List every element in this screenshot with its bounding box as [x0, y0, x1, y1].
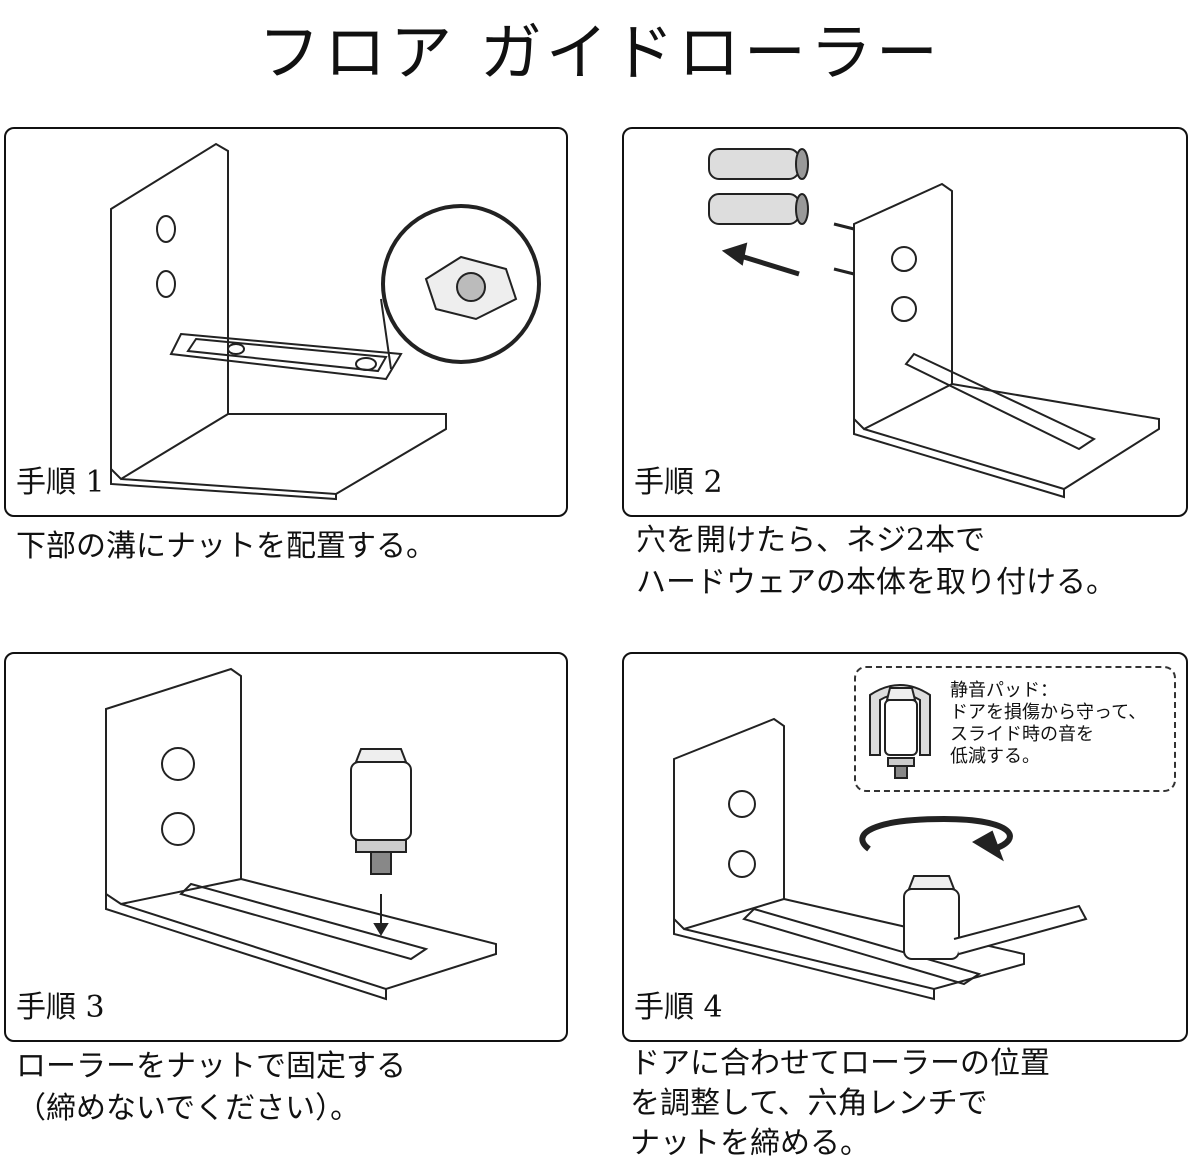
caption-line: を調整して、六角レンチで: [630, 1086, 988, 1121]
step-1-caption: 下部の溝にナットを配置する。: [16, 526, 436, 568]
bracket-with-nut-illustration: [110, 142, 541, 501]
wall-anchor-icon: [708, 148, 809, 225]
caption-line: 穴を開けたら、ネジ2本で: [636, 523, 986, 558]
caption-line: ハードウェアの本体を取り付ける。: [636, 565, 1116, 600]
step-2-label: 手順 2: [634, 465, 723, 500]
step-1-panel: 手順 1: [4, 127, 568, 517]
callout-line: ドアを損傷から守って、: [950, 702, 1147, 723]
step-3-label: 手順 3: [16, 990, 105, 1025]
caption-line: ナットを締める。: [630, 1126, 870, 1161]
caption-line: ドアに合わせてローラーの位置: [630, 1046, 1050, 1081]
bracket-mounting-illustration: [708, 148, 1160, 499]
roller-tighten-illustration: [673, 717, 1088, 1001]
step-4-caption: ドアに合わせてローラーの位置 を調整して、六角レンチで ナットを締める。: [630, 1044, 1050, 1164]
caption-line: 下部の溝にナットを配置する。: [16, 529, 436, 564]
step-2-panel: 手順 2: [622, 127, 1188, 517]
silent-pad-text: 静音パッド： ドアを損傷から守って、 スライド時の音を 低減する。: [950, 680, 1146, 768]
step-2-caption: 穴を開けたら、ネジ2本で ハードウェアの本体を取り付ける。: [636, 520, 1116, 604]
step-1-label: 手順 1: [16, 465, 105, 500]
silent-pad-callout: 静音パッド： ドアを損傷から守って、 スライド時の音を 低減する。: [854, 666, 1176, 792]
step-4-label: 手順 4: [634, 990, 723, 1025]
caption-line: （締めないでください）。: [16, 1091, 361, 1126]
step-4-panel: 静音パッド： ドアを損傷から守って、 スライド時の音を 低減する。 手順 4: [622, 652, 1188, 1042]
callout-line: 静音パッド：: [950, 680, 1058, 701]
step-3-caption: ローラーをナットで固定する （締めないでください）。: [16, 1046, 406, 1130]
silent-pad-icon: [869, 684, 931, 779]
roller-install-illustration: [105, 667, 497, 1001]
caption-line: ローラーをナットで固定する: [16, 1049, 406, 1084]
step-3-panel: 手順 3: [4, 652, 568, 1042]
page-title: フロア ガイドローラー: [258, 16, 942, 89]
callout-line: 低減する。: [950, 746, 1040, 767]
callout-line: スライド時の音を: [950, 724, 1094, 745]
